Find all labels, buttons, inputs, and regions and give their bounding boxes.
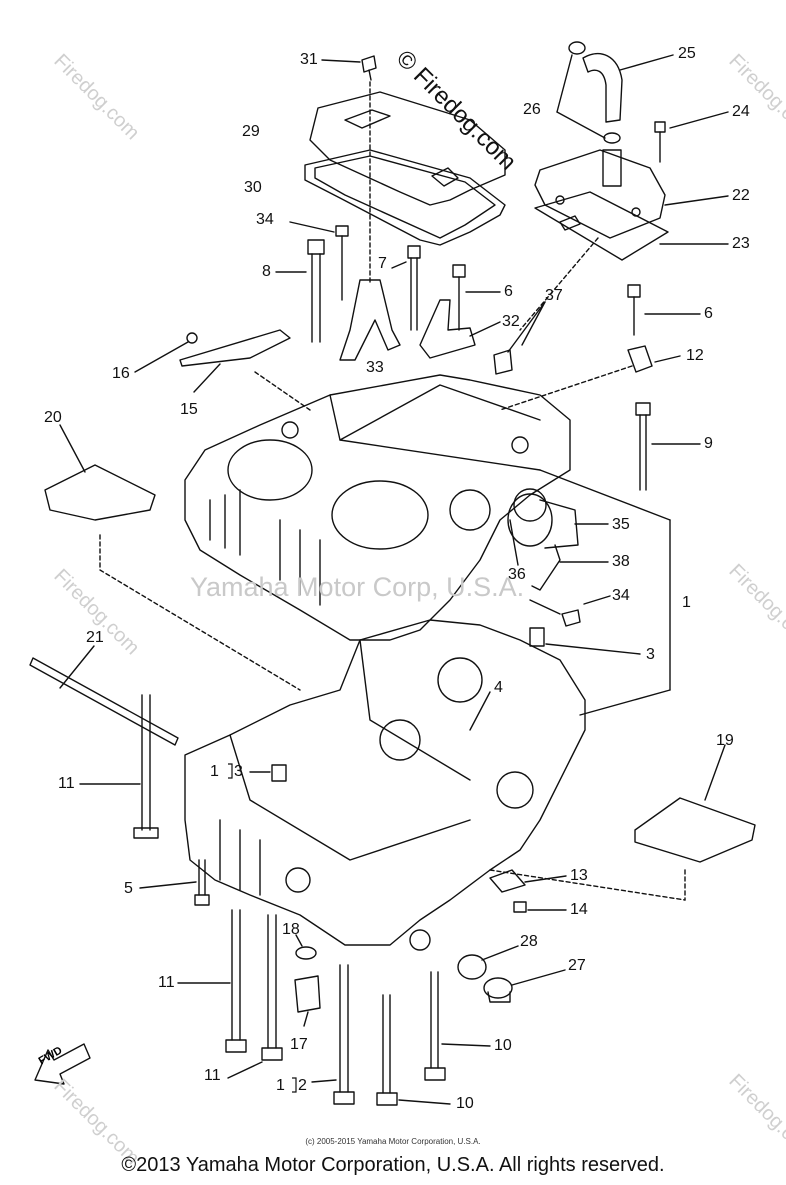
callout-35: 35 xyxy=(612,516,630,533)
bolt-6-left xyxy=(452,264,466,331)
bolt-31 xyxy=(361,55,377,81)
callout-3: 3 xyxy=(646,646,655,663)
bracket-32 xyxy=(419,299,476,359)
fwd-arrow-icon xyxy=(34,1043,91,1085)
oil-filter-35 xyxy=(507,493,579,549)
callout-34: 34 xyxy=(612,587,630,604)
cover-19 xyxy=(634,797,756,863)
bolt-14 xyxy=(513,901,527,913)
callout-1: 1 xyxy=(682,594,691,611)
callout-12: 12 xyxy=(686,347,704,364)
callout-31: 31 xyxy=(300,51,318,68)
callout-30: 30 xyxy=(244,179,262,196)
breather-gasket-23 xyxy=(534,191,669,261)
callout-22: 22 xyxy=(732,187,750,204)
washer-18 xyxy=(295,946,317,960)
breather-hose-25 xyxy=(568,41,623,123)
callout-11: 11 xyxy=(158,974,175,991)
bolt-24 xyxy=(654,121,666,163)
bolt-11-b xyxy=(261,914,283,1061)
callout-24: 24 xyxy=(732,103,750,120)
gasket-30 xyxy=(304,149,506,246)
bolt-9 xyxy=(635,402,651,491)
callout-13: 13 xyxy=(570,867,588,884)
bolt-11-long xyxy=(133,694,159,839)
cap-37 xyxy=(493,349,513,375)
bolt-7 xyxy=(407,245,421,331)
bracket-15-16 xyxy=(179,329,291,367)
lower-crankcase xyxy=(184,619,586,951)
bolt-10-b xyxy=(424,971,446,1081)
bolt-5 xyxy=(194,859,210,906)
callout-34: 34 xyxy=(256,211,274,228)
upper-crankcase xyxy=(184,374,571,641)
callout-26: 26 xyxy=(523,101,541,118)
callout-23: 23 xyxy=(732,235,750,252)
bolt-34-mid xyxy=(561,609,581,627)
callout-17: 17 xyxy=(290,1036,308,1053)
dowel-3-lower xyxy=(271,764,287,782)
watermark-center: Yamaha Motor Corp, U.S.A. xyxy=(190,572,525,602)
bracket-7 xyxy=(339,279,401,361)
callout-38: 38 xyxy=(612,553,630,570)
callout-16: 16 xyxy=(112,365,130,382)
callout-33: 33 xyxy=(366,359,384,376)
o-ring-28 xyxy=(457,954,487,980)
callout-37: 37 xyxy=(545,287,563,304)
callout-15: 15 xyxy=(180,401,198,418)
clamp-12 xyxy=(627,345,653,373)
callout-20: 20 xyxy=(44,409,62,426)
bolt-12 xyxy=(333,964,355,1105)
callout-1-prefix: 1 xyxy=(276,1077,285,1094)
callout-28: 28 xyxy=(520,933,538,950)
callout-2-suffix: 2 xyxy=(298,1077,307,1094)
callout-4: 4 xyxy=(494,679,503,696)
dowel-3-upper xyxy=(529,627,545,647)
callout-1-prefix: 1 xyxy=(210,763,219,780)
callout-29: 29 xyxy=(242,123,260,140)
callout-5: 5 xyxy=(124,880,133,897)
plug-27 xyxy=(483,977,513,1003)
callout-18: 18 xyxy=(282,921,300,938)
sensor-13 xyxy=(489,869,526,893)
pipe-38 xyxy=(531,544,561,591)
bolt-11-a xyxy=(225,909,247,1053)
bolt-6-right xyxy=(627,284,641,336)
copyright-footer: ©2013 Yamaha Motor Corporation, U.S.A. A… xyxy=(121,1154,665,1176)
callout-11: 11 xyxy=(58,775,75,792)
clip-26 xyxy=(603,132,621,144)
callout-8: 8 xyxy=(262,263,271,280)
callout-19: 19 xyxy=(716,732,734,749)
callout-36: 36 xyxy=(508,566,526,583)
callout-11: 11 xyxy=(204,1067,221,1084)
breather-cover-22 xyxy=(534,149,666,239)
bolt-8 xyxy=(307,239,325,343)
callout-9: 9 xyxy=(704,435,713,452)
callout-6: 6 xyxy=(704,305,713,322)
callout-10: 10 xyxy=(494,1037,512,1054)
callout-6: 6 xyxy=(504,283,513,300)
callout-10: 10 xyxy=(456,1095,474,1112)
cover-20 xyxy=(44,464,156,521)
bolt-34-top xyxy=(335,225,349,301)
callout-25: 25 xyxy=(678,45,696,62)
callout-32: 32 xyxy=(502,313,520,330)
callout-27: 27 xyxy=(568,957,586,974)
small-copyright: (c) 2005-2015 Yamaha Motor Corporation, … xyxy=(305,1137,481,1146)
rod-21 xyxy=(29,657,179,746)
plug-17 xyxy=(294,975,321,1013)
callout-14: 14 xyxy=(570,901,588,918)
bolt-10-a xyxy=(376,994,398,1106)
callout-3-suffix: 3 xyxy=(234,763,243,780)
callout-7: 7 xyxy=(378,255,387,272)
callout-21: 21 xyxy=(86,629,104,646)
